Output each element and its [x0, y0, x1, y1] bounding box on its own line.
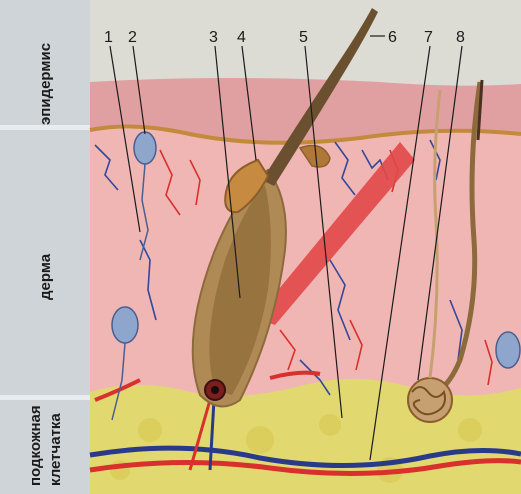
- receptor-upper: [134, 132, 156, 164]
- receptor-right: [496, 332, 520, 368]
- label-1: 1: [104, 29, 113, 46]
- label-4: 4: [237, 29, 246, 46]
- label-8: 8: [456, 29, 465, 46]
- layer-label-dermis: дерма: [37, 253, 54, 300]
- layer-label-subcutaneous-1: подкожная: [27, 405, 44, 486]
- layer-label-epidermis: эпидермис: [37, 43, 54, 125]
- label-7: 7: [424, 29, 433, 46]
- label-6: 6: [388, 29, 397, 46]
- label-5: 5: [299, 29, 308, 46]
- label-2: 2: [128, 29, 137, 46]
- label-3: 3: [209, 29, 218, 46]
- receptor-lower: [112, 307, 138, 343]
- layer-label-subcutaneous-2: клетчатка: [47, 413, 64, 486]
